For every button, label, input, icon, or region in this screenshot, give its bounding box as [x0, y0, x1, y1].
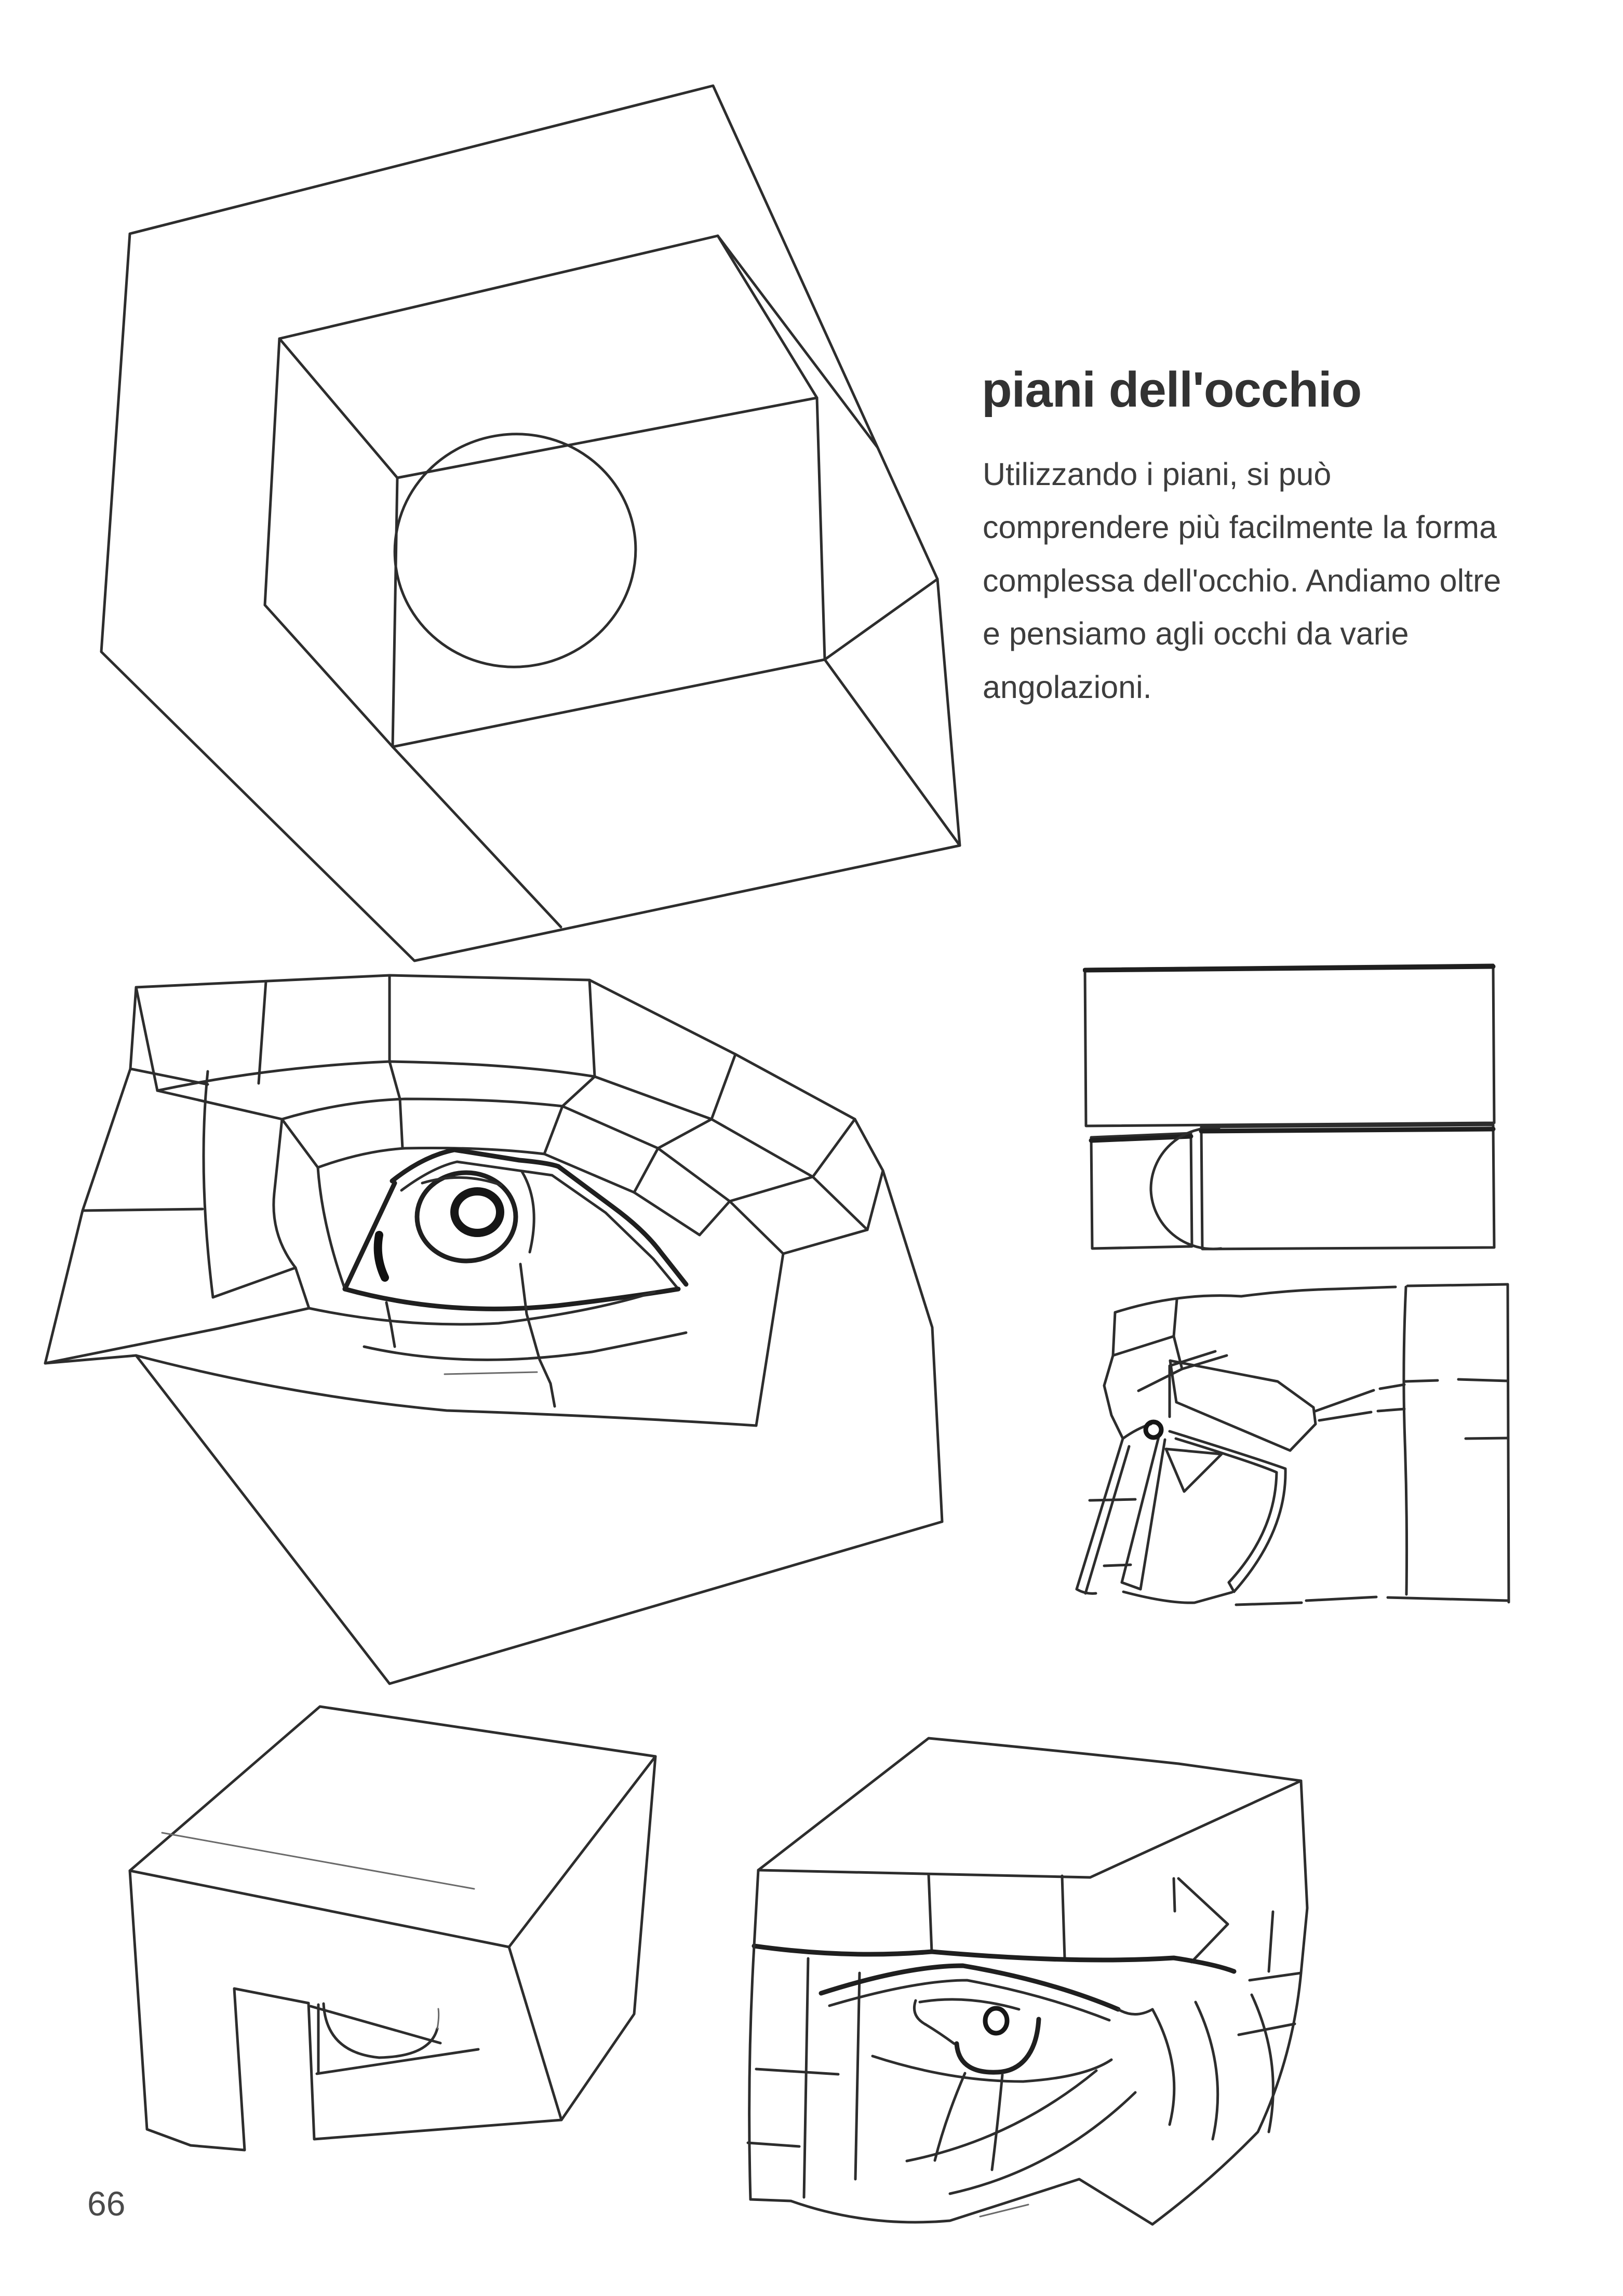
intro-paragraph: Utilizzando i piani, si può comprendere …: [983, 456, 1501, 705]
figure-eye-block-notch-drawing: [128, 1705, 657, 2152]
figure-planar-eye-profile: [1044, 1283, 1511, 1636]
figure-planar-eye-low-angle-drawing: [746, 1737, 1309, 2226]
page-number: 66: [87, 2184, 126, 2223]
figure-planar-eye-profile-drawing: [1075, 1283, 1510, 1606]
figure-eye-block-three-quarter: [68, 62, 966, 966]
figure-planar-eye-front: [31, 965, 961, 1713]
figure-eye-block-notch: [93, 1703, 691, 2223]
page-title: piani dell'occhio: [982, 362, 1362, 418]
figure-planar-eye-low-angle: [722, 1735, 1397, 2275]
figure-eye-planes-side-diagram: [1083, 962, 1504, 1253]
figure-eye-block-three-quarter-drawing: [100, 84, 961, 962]
figure-eye-planes-side-diagram-drawing: [1083, 963, 1496, 1251]
figure-planar-eye-front-drawing: [44, 974, 944, 1685]
